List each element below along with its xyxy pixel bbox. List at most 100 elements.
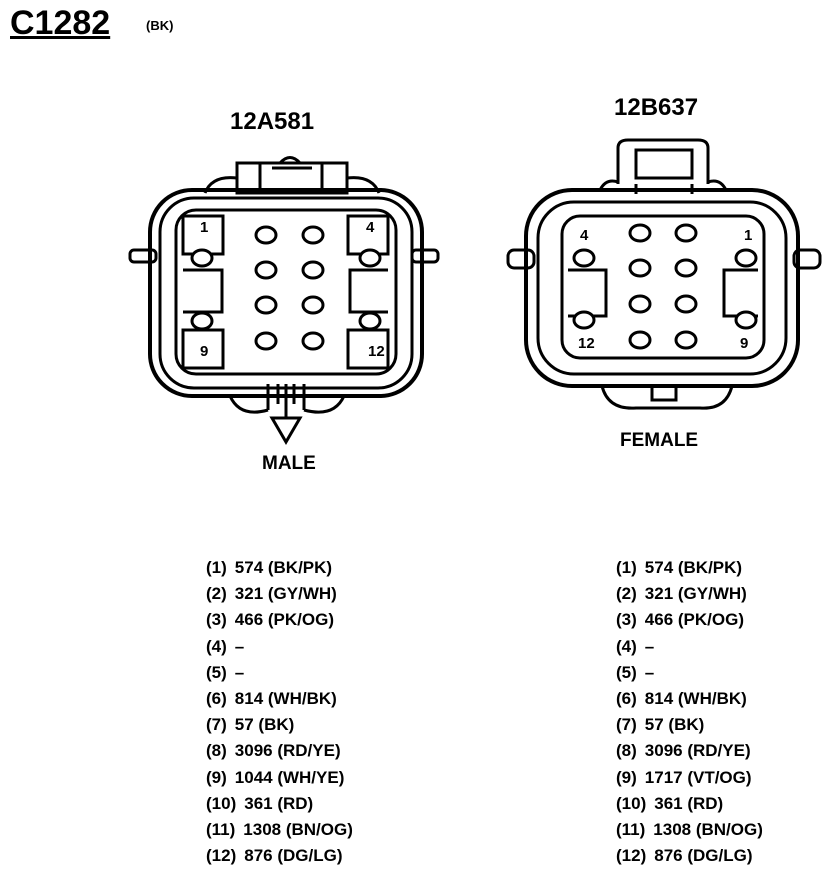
female-right-ear [792,248,822,270]
male-pin-row: (6)814 (WH/BK) [206,686,353,712]
female-pin-row: (4)– [616,634,763,660]
pin-circuit: 1308 (BN/OG) [653,819,763,839]
pin-number: (11) [616,819,646,839]
male-pin-row: (2) 321 (GY/WH) [206,581,353,607]
pin-circuit: 321 (GY/WH) [234,584,337,604]
male-corner-number: 9 [200,343,208,360]
pin-circuit: 814 (WH/BK) [234,688,337,708]
male-pin-row: (3) 466 (PK/OG) [206,607,353,633]
pin-circuit: 57 (BK) [234,715,295,735]
male-pin [301,260,325,280]
male-left-ear [128,248,158,264]
female-pin [734,248,758,268]
female-pin [674,294,698,314]
female-pin-row: (3)466 (PK/OG) [616,607,763,633]
pin-circuit: 1308 (BN/OG) [243,819,353,839]
female-pin [628,330,652,350]
female-pin-row: (5)– [616,660,763,686]
female-pin [572,248,596,268]
male-pin [254,225,278,245]
pin-circuit: – [644,636,655,656]
female-label: FEMALE [620,430,699,451]
pin-number: (9) [206,767,227,787]
female-pin-grid [572,223,758,350]
pin-number: (8) [616,741,637,761]
pin-number: (10) [616,793,647,813]
male-pin-grid [190,225,382,351]
pin-circuit: 1044 (WH/YE) [234,767,345,787]
female-inner-face [560,214,766,360]
male-pin-row: (4)– [206,634,353,660]
female-pin [572,310,596,330]
male-pin [190,311,214,331]
female-pin-row: (10)361 (RD) [616,791,763,817]
male-pin-row: (7) 57 (BK) [206,712,353,738]
pin-number: (2) [206,584,227,604]
female-pin-row: (2)321 (GY/WH) [616,581,763,607]
pin-number: (3) [206,610,227,630]
female-pin [628,258,652,278]
pin-circuit: 814 (WH/BK) [644,688,747,708]
male-pin-row: (9) 1044 (WH/YE) [206,765,353,791]
female-pin-row: (9)1717 (VT/OG) [616,765,763,791]
male-pin [358,311,382,331]
female-left-ear [506,248,536,270]
female-corner-number: 4 [580,227,589,244]
female-pin-row: (11) 1308 (BN/OG) [616,817,763,843]
pin-number: (4) [206,636,227,656]
pin-number: (9) [616,767,637,787]
male-pin [358,248,382,268]
pin-number: (4) [616,636,637,656]
pin-number: (5) [616,662,637,682]
female-pin-row: (1) 574 (BK/PK) [616,555,763,581]
female-pin-row: (7)57 (BK) [616,712,763,738]
female-top-latch [616,138,710,184]
pin-circuit: 466 (PK/OG) [644,610,744,630]
pin-number: (11) [206,819,236,839]
male-part-number: 12A581 [230,108,315,135]
male-pin [254,260,278,280]
pin-circuit: 574 (BK/PK) [644,558,743,577]
pin-circuit: 876 (DG/LG) [654,846,753,866]
pin-circuit: 466 (PK/OG) [234,610,334,630]
male-label: MALE [262,453,316,474]
pin-number: (6) [616,688,637,708]
male-connector-face [128,156,440,414]
male-pin [301,225,325,245]
pin-number: (7) [616,715,637,735]
female-pin [674,330,698,350]
female-pin-row: (6) 814 (WH/BK) [616,686,763,712]
female-pin-row: (12) 876 (DG/LG) [616,843,763,869]
connector-diagrams: 1 4 9 12 [128,138,822,445]
male-pointer-arrow [269,384,303,445]
male-right-ear [410,248,440,264]
connector-id: C1282 [10,4,111,42]
male-pin-row: (5)– [206,660,353,686]
pin-circuit: 361 (RD) [244,793,314,813]
pin-circuit: 3096 (RD/YE) [234,741,341,761]
pin-number: (1) [616,558,637,577]
pin-number: (1) [206,558,227,577]
male-pin [190,248,214,268]
pin-circuit: 3096 (RD/YE) [644,741,751,761]
female-corner-number: 9 [740,335,748,352]
pin-circuit: 574 (BK/PK) [234,558,333,577]
pin-circuit: 876 (DG/LG) [244,846,343,866]
male-pin [301,331,325,351]
male-pin [301,295,325,315]
pin-number: (12) [616,846,647,866]
female-pin-row: (8) 3096 (RD/YE) [616,738,763,764]
pin-circuit: – [234,636,245,656]
male-pin-row: (1) 574 (BK/PK) [206,555,353,581]
pin-number: (2) [616,584,637,604]
female-corner-number: 12 [578,335,595,352]
male-corner-number: 4 [366,219,375,236]
pin-circuit: – [234,662,245,682]
male-corner-number: 1 [200,219,208,236]
male-pin [254,295,278,315]
pin-number: (7) [206,715,227,735]
female-corner-number: 1 [744,227,752,244]
female-pin [628,294,652,314]
male-pin-list: (1) 574 (BK/PK) (2) 321 (GY/WH) (3) 466 (PK/O… [206,555,353,869]
pin-circuit: – [644,662,655,682]
